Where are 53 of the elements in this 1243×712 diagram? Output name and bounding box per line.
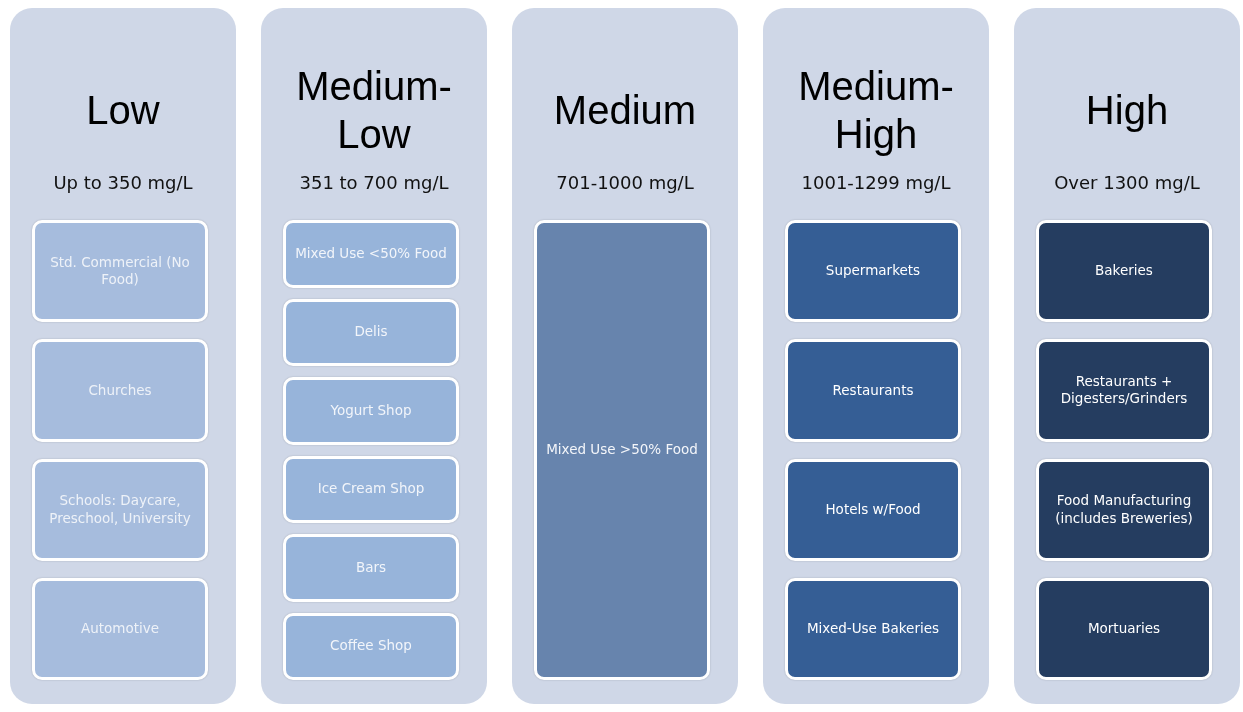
category-column <box>512 8 738 704</box>
facility-box <box>785 577 961 680</box>
facility-box <box>785 458 961 561</box>
facility-label: Automotive <box>79 620 161 638</box>
category-heading: Low <box>86 87 160 134</box>
facility-label: Bakeries <box>1094 262 1154 280</box>
facility-box <box>1036 339 1212 442</box>
category-heading: Medium <box>553 87 697 134</box>
facility-box <box>32 339 208 442</box>
facility-box <box>534 220 710 680</box>
facility-box <box>283 455 459 523</box>
facility-label: Bars <box>354 558 388 577</box>
category-heading: High <box>1085 87 1169 134</box>
facility-box <box>32 220 208 323</box>
category-heading: Medium-High <box>797 63 955 158</box>
facility-box <box>785 339 961 442</box>
facility-box <box>283 220 459 288</box>
category-column <box>1014 8 1240 704</box>
concentration-range: 701-1000 mg/L <box>555 172 695 193</box>
facility-label: Schools: Daycare, Preschool, University <box>48 492 192 528</box>
category-column <box>763 8 989 704</box>
facility-label: Hotels w/Food <box>824 500 922 519</box>
facility-label: Coffee Shop <box>329 637 413 655</box>
facility-box <box>785 220 961 323</box>
facility-box <box>283 612 459 680</box>
facility-label: Food Manufacturing (includes Breweries) <box>1054 492 1194 528</box>
category-column <box>10 8 236 704</box>
facility-label: Mixed-Use Bakeries <box>805 620 940 638</box>
facility-label: Restaurants <box>831 381 915 400</box>
facility-box <box>283 298 459 366</box>
concentration-range: 351 to 700 mg/L <box>298 172 450 193</box>
facility-label: Mixed Use <50% Food <box>294 244 448 263</box>
facility-box <box>32 458 208 561</box>
concentration-range: Up to 350 mg/L <box>52 172 194 193</box>
facility-box <box>283 377 459 445</box>
facility-box <box>1036 220 1212 323</box>
facility-label: Mortuaries <box>1086 620 1162 638</box>
facility-label: Mixed Use >50% Food <box>545 441 699 459</box>
concentration-range: Over 1300 mg/L <box>1053 172 1201 193</box>
facility-box <box>1036 458 1212 561</box>
facility-box <box>32 577 208 680</box>
category-heading: Medium-Low <box>295 63 453 158</box>
facility-label: Std. Commercial (No Food) <box>49 253 191 289</box>
facility-label: Churches <box>87 381 153 400</box>
facility-label: Delis <box>353 323 389 341</box>
facility-label: Yogurt Shop <box>329 401 413 420</box>
concentration-range: 1001-1299 mg/L <box>800 172 952 193</box>
facility-label: Restaurants + Digesters/Grinders <box>1059 372 1189 408</box>
facility-box <box>1036 577 1212 680</box>
category-column <box>261 8 487 704</box>
facility-box <box>283 534 459 602</box>
facility-label: Supermarkets <box>824 262 922 280</box>
facility-label: Ice Cream Shop <box>316 480 426 498</box>
